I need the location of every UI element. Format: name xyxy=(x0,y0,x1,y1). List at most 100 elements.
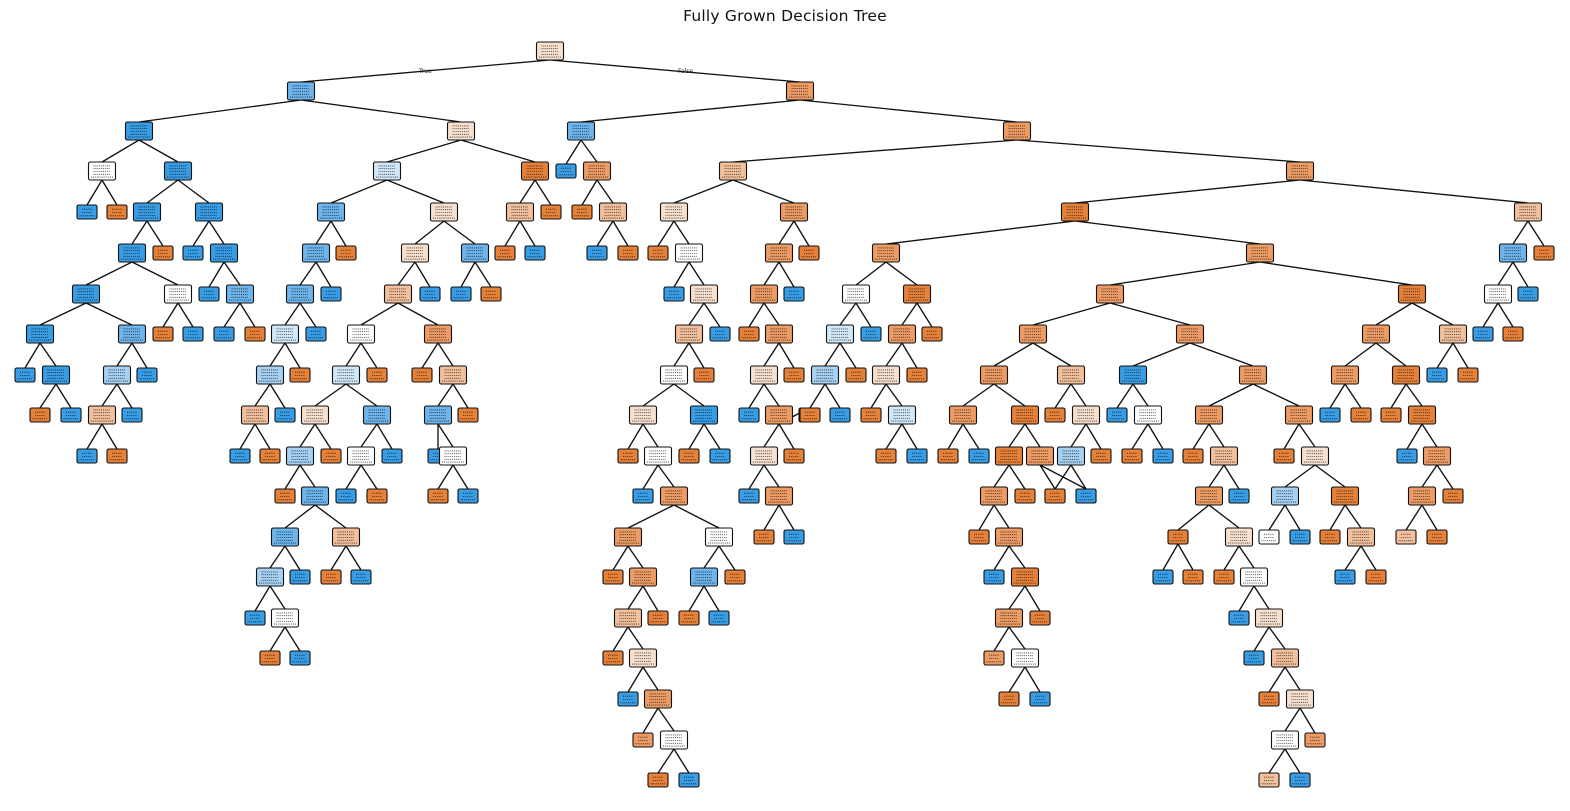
leaf-node xyxy=(632,732,654,748)
tree-edge xyxy=(360,423,378,448)
node-box xyxy=(613,608,643,628)
node-box xyxy=(429,202,459,222)
tree-edge xyxy=(1527,220,1545,247)
leaf-node xyxy=(647,772,669,788)
leaf-node xyxy=(1243,650,1265,666)
node-box xyxy=(1133,405,1163,425)
node-box xyxy=(450,286,472,302)
node-box xyxy=(1010,567,1040,587)
split-node xyxy=(764,324,794,344)
node-box xyxy=(1075,488,1097,504)
leaf-node xyxy=(1258,772,1280,788)
node-box xyxy=(1396,448,1418,464)
node-box xyxy=(229,448,251,464)
leaf-node xyxy=(678,448,700,464)
node-box xyxy=(1056,365,1086,385)
tree-edge xyxy=(855,261,887,286)
node-box xyxy=(764,243,794,263)
leaf-node xyxy=(1258,691,1280,707)
node-box xyxy=(106,448,128,464)
leaf-node xyxy=(968,448,990,464)
tree-edge xyxy=(993,464,1010,488)
split-node xyxy=(1194,405,1224,425)
node-box xyxy=(182,245,204,261)
node-box xyxy=(647,245,669,261)
node-box xyxy=(1182,448,1204,464)
split-node xyxy=(643,689,673,709)
node-box xyxy=(132,202,162,222)
node-box xyxy=(1270,730,1300,750)
split-node xyxy=(1194,486,1224,506)
tree-edge xyxy=(1314,464,1346,488)
tree-edge xyxy=(39,383,57,409)
tree-edge xyxy=(642,383,675,407)
leaf-node xyxy=(136,367,158,383)
split-node xyxy=(270,608,300,628)
tree-edge xyxy=(284,464,301,490)
split-node xyxy=(749,446,779,466)
leaf-node xyxy=(259,650,281,666)
leaf-node xyxy=(427,488,449,504)
node-box xyxy=(1426,367,1448,383)
split-node xyxy=(1330,365,1360,385)
node-box xyxy=(152,326,174,342)
chart-title: Fully Grown Decision Tree xyxy=(683,7,887,25)
tree-edge xyxy=(596,220,614,247)
tree-edge xyxy=(1344,545,1362,571)
node-box xyxy=(117,243,147,263)
tree-edge xyxy=(131,261,179,286)
tree-edge xyxy=(39,342,57,367)
tree-edge xyxy=(315,261,332,288)
tree-edge xyxy=(1268,748,1286,774)
tree-edge xyxy=(1268,626,1286,650)
node-box xyxy=(1498,243,1528,263)
tree-edge xyxy=(1252,383,1300,407)
tree-edge xyxy=(1284,748,1301,774)
node-box xyxy=(1118,365,1148,385)
node-box xyxy=(1106,407,1128,423)
tree-edge xyxy=(778,261,795,288)
node-box xyxy=(810,365,840,385)
split-node xyxy=(117,243,147,263)
node-box xyxy=(1300,446,1330,466)
split-node xyxy=(1133,405,1163,425)
tree-edge xyxy=(657,220,675,247)
tree-edge xyxy=(1436,464,1454,490)
leaf-node xyxy=(860,407,882,423)
leaf-node xyxy=(289,569,311,585)
tree-edge xyxy=(39,302,87,326)
node-box xyxy=(871,365,901,385)
split-node xyxy=(994,608,1024,628)
tree-edge xyxy=(239,423,256,450)
split-node xyxy=(948,405,978,425)
node-box xyxy=(1346,527,1376,547)
split-node xyxy=(316,202,346,222)
split-node xyxy=(749,284,779,304)
tree-edge xyxy=(414,220,445,245)
node-box xyxy=(598,202,628,222)
node-box xyxy=(829,407,851,423)
tree-edge xyxy=(1208,383,1254,407)
node-box xyxy=(213,326,235,342)
node-box xyxy=(163,161,193,181)
tree-edge xyxy=(809,383,826,409)
leaf-node xyxy=(274,488,296,504)
tree-edge xyxy=(673,504,720,529)
node-box xyxy=(1245,243,1275,263)
node-box xyxy=(106,204,128,220)
leaf-node xyxy=(678,610,700,626)
node-box xyxy=(628,567,658,587)
tree-edge xyxy=(314,423,332,450)
leaf-node xyxy=(1182,569,1204,585)
node-box xyxy=(1228,488,1250,504)
tree-edge xyxy=(101,383,118,407)
split-node xyxy=(1010,405,1040,425)
split-node xyxy=(240,405,270,425)
leaf-node xyxy=(571,204,593,220)
tree-edge xyxy=(627,504,675,529)
leaf-node xyxy=(1152,569,1174,585)
tree-edge xyxy=(254,585,271,612)
split-node xyxy=(887,324,917,344)
tree-edge xyxy=(1008,423,1026,448)
tree-edge xyxy=(452,383,469,409)
